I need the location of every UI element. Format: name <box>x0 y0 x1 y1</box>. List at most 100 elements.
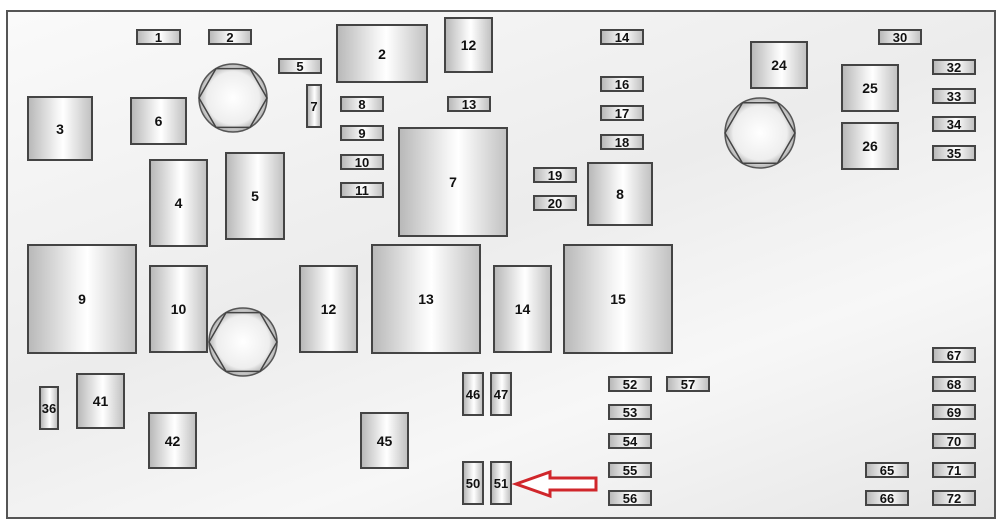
fuse-label: 20 <box>547 195 563 211</box>
fuse-71: 71 <box>932 462 976 478</box>
fuse-57: 57 <box>666 376 710 392</box>
fuse-label: 13 <box>461 96 477 112</box>
relay-label: 45 <box>376 432 393 449</box>
fuse-11: 11 <box>340 182 384 198</box>
relay-label: 42 <box>164 432 181 449</box>
fuse-label: 54 <box>622 433 638 449</box>
fuse-70: 70 <box>932 433 976 449</box>
relay-15: 15 <box>563 244 673 354</box>
fuse-50: 50 <box>462 461 484 505</box>
fuse-label: 51 <box>493 475 509 491</box>
fuse-label: 16 <box>614 76 630 92</box>
fuse-16: 16 <box>600 76 644 92</box>
relay-3: 3 <box>27 96 93 161</box>
relay-label: 12 <box>320 301 337 317</box>
fuse-label: 35 <box>946 145 962 161</box>
fuse-17: 17 <box>600 105 644 121</box>
fuse-18: 18 <box>600 134 644 150</box>
relay-10: 10 <box>149 265 208 353</box>
fuse-33: 33 <box>932 88 976 104</box>
relay-label: 14 <box>514 301 531 317</box>
fuse-label: 52 <box>622 376 638 392</box>
fuse-label: 50 <box>465 475 481 491</box>
relay-label: 2 <box>378 45 386 62</box>
fuse-label: 66 <box>879 490 895 506</box>
fuse-1: 1 <box>136 29 181 45</box>
relay-45: 45 <box>360 412 409 469</box>
relay-26: 26 <box>841 122 899 170</box>
fuse-label: 10 <box>354 154 370 170</box>
relay-label: 24 <box>771 57 787 73</box>
fuse-51: 51 <box>490 461 512 505</box>
mounting-bolt-icon <box>198 63 268 133</box>
fuse-30: 30 <box>878 29 922 45</box>
fuse-label: 9 <box>358 125 366 141</box>
relay-2: 2 <box>336 24 428 83</box>
relay-13: 13 <box>371 244 481 354</box>
fuse-72: 72 <box>932 490 976 506</box>
fuse-label: 47 <box>493 386 509 402</box>
relay-41: 41 <box>76 373 125 429</box>
fuse-65: 65 <box>865 462 909 478</box>
fuse-9: 9 <box>340 125 384 141</box>
fuse-label: 19 <box>547 167 563 183</box>
relay-label: 8 <box>616 186 624 202</box>
relay-6: 6 <box>130 97 187 145</box>
relay-42: 42 <box>148 412 197 469</box>
relay-label: 6 <box>154 113 163 129</box>
fuse-68: 68 <box>932 376 976 392</box>
relay-label: 9 <box>78 291 86 307</box>
relay-label: 26 <box>862 138 878 154</box>
fuse-label: 33 <box>946 88 962 104</box>
relay-label: 25 <box>862 80 878 96</box>
fuse-label: 70 <box>946 433 962 449</box>
fuse-10: 10 <box>340 154 384 170</box>
fuse-label: 1 <box>154 29 163 45</box>
fuse-label: 71 <box>946 462 962 478</box>
fuse-label: 46 <box>465 386 481 402</box>
fuse-label: 14 <box>614 29 630 45</box>
relay-9: 9 <box>27 244 137 354</box>
mounting-bolt-icon <box>208 307 278 377</box>
fuse-label: 34 <box>946 116 962 132</box>
relay-5: 5 <box>225 152 285 240</box>
highlight-arrow-icon <box>511 469 598 499</box>
relay-4: 4 <box>149 159 208 247</box>
relay-12: 12 <box>444 17 493 73</box>
fuse-label: 8 <box>358 96 366 112</box>
relay-label: 41 <box>92 393 109 409</box>
fuse-13: 13 <box>447 96 491 112</box>
fuse-label: 68 <box>946 376 962 392</box>
fuse-label: 17 <box>614 105 630 121</box>
relay-12: 12 <box>299 265 358 353</box>
relay-8: 8 <box>587 162 653 226</box>
fuse-label: 5 <box>296 58 304 74</box>
fuse-2: 2 <box>208 29 252 45</box>
relay-label: 12 <box>460 37 477 53</box>
fuse-14: 14 <box>600 29 644 45</box>
relay-14: 14 <box>493 265 552 353</box>
fuse-35: 35 <box>932 145 976 161</box>
fuse-46: 46 <box>462 372 484 416</box>
fuse-label: 11 <box>355 182 369 198</box>
fuse-label: 32 <box>946 59 962 75</box>
fuse-32: 32 <box>932 59 976 75</box>
fuse-label: 18 <box>614 134 630 150</box>
relay-label: 7 <box>449 174 457 190</box>
fuse-67: 67 <box>932 347 976 363</box>
fuse-label: 65 <box>879 462 895 478</box>
fuse-label: 57 <box>680 376 696 392</box>
fuse-69: 69 <box>932 404 976 420</box>
fuse-56: 56 <box>608 490 652 506</box>
relay-label: 13 <box>418 291 434 307</box>
relay-label: 5 <box>251 188 259 204</box>
relay-7: 7 <box>398 127 508 237</box>
fuse-label: 7 <box>310 98 318 114</box>
fuse-53: 53 <box>608 404 652 420</box>
fuse-label: 69 <box>946 404 962 420</box>
fuse-8: 8 <box>340 96 384 112</box>
relay-label: 4 <box>174 195 183 211</box>
fuse-label: 67 <box>946 347 962 363</box>
fuse-55: 55 <box>608 462 652 478</box>
